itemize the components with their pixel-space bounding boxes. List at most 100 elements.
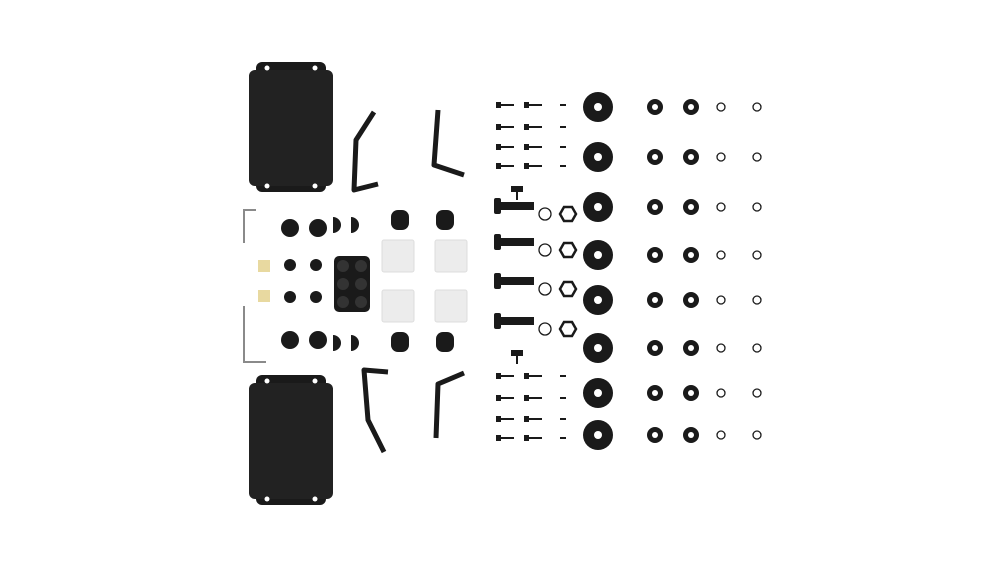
medium-washer-hole bbox=[688, 345, 694, 351]
small-washer bbox=[716, 430, 726, 440]
screw-shaft bbox=[500, 126, 514, 128]
edge-clip bbox=[351, 217, 359, 233]
small-washer bbox=[716, 343, 726, 353]
large-washer-hole bbox=[594, 344, 602, 352]
screw-head bbox=[524, 395, 529, 401]
bumper-dot bbox=[355, 278, 367, 290]
bumper-dot bbox=[355, 296, 367, 308]
cable-plug bbox=[436, 332, 454, 352]
screw-shaft bbox=[528, 146, 542, 148]
small-washer bbox=[752, 388, 762, 398]
medium-washer-hole bbox=[652, 432, 658, 438]
screw-shaft bbox=[528, 437, 542, 439]
bolt-shaft bbox=[500, 277, 534, 285]
bumper-dot bbox=[355, 260, 367, 272]
screw-head bbox=[524, 124, 529, 130]
pin bbox=[560, 165, 566, 167]
screw-head bbox=[524, 102, 529, 108]
lock-washer bbox=[538, 207, 552, 221]
medium-washer-hole bbox=[688, 104, 694, 110]
screw-head bbox=[496, 435, 501, 441]
lock-washer bbox=[538, 282, 552, 296]
medium-washer-hole bbox=[652, 297, 658, 303]
pin bbox=[560, 126, 566, 128]
screw-shaft bbox=[528, 375, 542, 377]
rubber-foot bbox=[281, 219, 299, 237]
small-washer bbox=[752, 202, 762, 212]
large-washer-hole bbox=[594, 153, 602, 161]
bolt-head bbox=[494, 313, 501, 329]
medium-washer-hole bbox=[688, 432, 694, 438]
small-washer bbox=[752, 343, 762, 353]
bolt-head bbox=[494, 273, 501, 289]
screw-head bbox=[496, 144, 501, 150]
bolt-shaft bbox=[500, 317, 534, 325]
bumper-dot bbox=[337, 260, 349, 272]
screw-shaft bbox=[516, 354, 518, 364]
screw-shaft bbox=[528, 126, 542, 128]
medium-washer-hole bbox=[652, 104, 658, 110]
medium-washer-hole bbox=[688, 297, 694, 303]
hex-nut bbox=[558, 320, 578, 338]
small-washer bbox=[752, 430, 762, 440]
bolt-head bbox=[494, 198, 501, 214]
screw-head bbox=[496, 395, 501, 401]
hex-nut bbox=[558, 241, 578, 259]
screw-head bbox=[524, 163, 529, 169]
screw-shaft bbox=[528, 397, 542, 399]
pin bbox=[560, 375, 566, 377]
pin bbox=[560, 104, 566, 106]
rubber-bumper bbox=[284, 259, 296, 271]
small-washer bbox=[716, 250, 726, 260]
medium-washer-hole bbox=[688, 252, 694, 258]
small-washer bbox=[716, 202, 726, 212]
screw-head bbox=[524, 416, 529, 422]
large-washer-hole bbox=[594, 103, 602, 111]
screw-shaft bbox=[500, 146, 514, 148]
medium-washer-hole bbox=[688, 390, 694, 396]
large-washer-hole bbox=[594, 389, 602, 397]
lock-washer bbox=[538, 322, 552, 336]
edge-clip bbox=[333, 335, 341, 351]
medium-washer-hole bbox=[652, 252, 658, 258]
screw-head bbox=[496, 416, 501, 422]
screw-head bbox=[524, 144, 529, 150]
screw-head bbox=[511, 186, 523, 192]
hex-wrench bbox=[243, 209, 266, 363]
screw-shaft bbox=[500, 418, 514, 420]
bumper-dot bbox=[337, 296, 349, 308]
hex-nut bbox=[558, 280, 578, 298]
adhesive-pad bbox=[434, 289, 468, 323]
medium-washer-hole bbox=[688, 204, 694, 210]
small-washer bbox=[716, 152, 726, 162]
large-washer-hole bbox=[594, 431, 602, 439]
medium-washer-hole bbox=[652, 345, 658, 351]
small-washer bbox=[716, 388, 726, 398]
label-sticker bbox=[258, 290, 270, 302]
screw-shaft bbox=[528, 165, 542, 167]
cable-plug bbox=[436, 210, 454, 230]
edge-clip bbox=[333, 217, 341, 233]
hex-nut bbox=[558, 205, 578, 223]
medium-washer-hole bbox=[688, 154, 694, 160]
bolt-shaft bbox=[500, 202, 534, 210]
small-washer bbox=[752, 295, 762, 305]
lock-washer bbox=[538, 243, 552, 257]
rubber-bumper bbox=[284, 291, 296, 303]
screw-head bbox=[511, 350, 523, 356]
small-washer bbox=[752, 152, 762, 162]
screw-head bbox=[524, 373, 529, 379]
screw-shaft bbox=[528, 418, 542, 420]
screw-shaft bbox=[500, 397, 514, 399]
mounting-box-top bbox=[249, 62, 333, 192]
medium-washer-hole bbox=[652, 390, 658, 396]
screw-shaft bbox=[500, 375, 514, 377]
mounting-box-bottom bbox=[249, 375, 333, 505]
screw-head bbox=[496, 163, 501, 169]
large-washer-hole bbox=[594, 296, 602, 304]
rubber-foot bbox=[309, 219, 327, 237]
adhesive-pad bbox=[381, 239, 415, 273]
small-washer bbox=[752, 250, 762, 260]
bracket bbox=[351, 109, 465, 454]
